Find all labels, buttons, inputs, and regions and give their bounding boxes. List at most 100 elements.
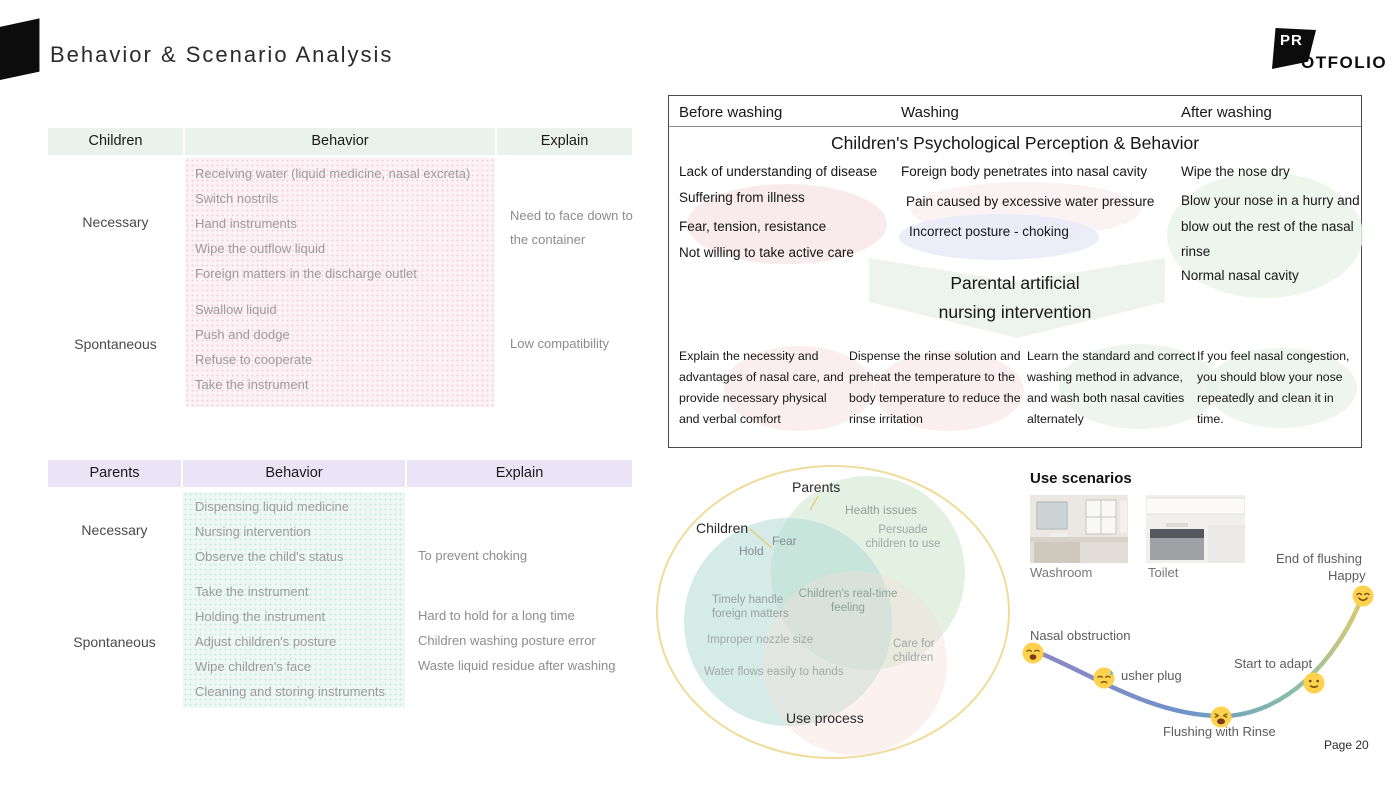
- parents-header-behavior: Behavior: [183, 460, 405, 487]
- behavior-item: Take the instrument: [195, 377, 309, 392]
- behavior-item: Dispensing liquid medicine: [195, 499, 349, 514]
- stage-after-washing: After washing: [1181, 104, 1272, 121]
- parents-behavior-column-bg: [183, 492, 405, 708]
- stage-before-washing: Before washing: [679, 104, 783, 121]
- behavior-item: Switch nostrils: [195, 191, 279, 206]
- curve-label-usher-plug: usher plug: [1121, 668, 1182, 683]
- toilet-caption: Toilet: [1148, 565, 1179, 580]
- venn-diagram: [656, 465, 1010, 759]
- children-header-children: Children: [48, 128, 183, 155]
- children-header-behavior: Behavior: [185, 128, 495, 155]
- behavior-item: Nursing intervention: [195, 524, 311, 539]
- stage-washing: Washing: [901, 104, 959, 121]
- washroom-photo: [1030, 495, 1128, 563]
- blob-pink-before: [687, 184, 887, 264]
- psych-washing-item: Pain caused by excessive water pressure: [906, 194, 1155, 209]
- parents-header-parents: Parents: [48, 460, 181, 487]
- slight-smile-face-icon: [1303, 672, 1325, 694]
- smiling-face-icon: [1352, 585, 1374, 607]
- blob-pink-intv1: [724, 346, 874, 431]
- blob-pink-intv2: [874, 351, 1024, 431]
- center-intervention-line1: Parental artificial: [950, 273, 1080, 293]
- curve-label-nasal-obstruction: Nasal obstruction: [1030, 628, 1131, 643]
- venn-item-care: Care for children: [893, 638, 935, 664]
- intervention-block: If you feel nasal congestion, you should…: [1197, 349, 1350, 426]
- children-table: Children Behavior Explain Necessary Rece…: [48, 128, 633, 410]
- psych-before-item: Suffering from illness: [679, 190, 805, 205]
- venn-item-water: Water flows easily to hands: [704, 666, 844, 678]
- behavior-item: Take the instrument: [195, 584, 309, 599]
- sweat-face-icon: [1093, 667, 1115, 689]
- children-group-label-necessary: Necessary: [82, 214, 149, 230]
- toilet-photo: [1146, 495, 1245, 563]
- psych-panel: Before washing Washing After washing Chi…: [668, 95, 1363, 448]
- behavior-item: Swallow liquid: [195, 302, 277, 317]
- venn-item-persuade: Persuade children to use: [865, 524, 941, 550]
- psych-before-item: Not willing to take active care: [679, 245, 854, 260]
- corner-accent-shape: [0, 18, 40, 82]
- logo-otfolio-text: OTFOLIO: [1301, 53, 1388, 72]
- behavior-item: Adjust children's posture: [195, 634, 337, 649]
- parents-explain-residue: Waste liquid residue after washing: [418, 658, 616, 673]
- page-title: Behavior & Scenario Analysis: [50, 42, 394, 67]
- parents-explain-posture: Children washing posture error: [418, 633, 596, 648]
- blob-green-intv4: [1207, 348, 1357, 428]
- venn-children-label: Children: [696, 520, 749, 536]
- venn-children-circle: [684, 518, 892, 726]
- children-explain-necessary: Need to face down to the container: [510, 208, 633, 247]
- parents-header-explain: Explain: [407, 460, 632, 487]
- tired-face-icon: [1210, 706, 1232, 728]
- children-behavior-column-bg: [185, 158, 495, 407]
- venn-use-process-label: Use process: [786, 710, 864, 726]
- behavior-item: Wipe children's face: [195, 659, 311, 674]
- page-number: Page 20: [1324, 738, 1369, 752]
- behavior-item: Cleaning and storing instruments: [195, 684, 386, 699]
- blob-green-intv3: [1059, 344, 1219, 429]
- weary-face-icon: [1022, 642, 1044, 664]
- psych-before-item: Lack of understanding of disease: [679, 164, 878, 179]
- curve-label-flushing-with-rinse: Flushing with Rinse: [1163, 724, 1276, 739]
- psych-after-item: Blow your nose in a hurry and blow out t…: [1181, 193, 1360, 259]
- venn-item-nozzle: Improper nozzle size: [707, 634, 814, 646]
- behavior-item: Push and dodge: [195, 327, 290, 342]
- intervention-block: Explain the necessity and advantages of …: [679, 349, 844, 426]
- venn-process-circle: [763, 571, 947, 755]
- portfolio-logo: PR OTFOLIO: [1272, 26, 1397, 78]
- venn-parents-label: Parents: [792, 479, 841, 495]
- intervention-block: Dispense the rinse solution and preheat …: [849, 349, 1021, 426]
- center-intervention-line2: nursing intervention: [938, 302, 1092, 322]
- venn-outer-yellow-ring: [656, 465, 1010, 759]
- venn-item-fear: Fear: [772, 534, 797, 548]
- behavior-item: Receiving water (liquid medicine, nasal …: [195, 166, 471, 181]
- parents-explain-holding: Hard to hold for a long time: [418, 608, 575, 623]
- curve-label-happy: Happy: [1328, 568, 1366, 583]
- washroom-caption: Washroom: [1030, 565, 1093, 580]
- venn-parents-connector: [809, 495, 819, 511]
- children-explain-spontaneous: Low compatibility: [510, 336, 609, 351]
- blob-blue-washing: [899, 214, 1099, 260]
- parents-explain-necessary: To prevent choking: [418, 548, 528, 563]
- venn-item-timely: Timely handle foreign matters: [712, 594, 789, 620]
- center-banner-shape: [869, 258, 1165, 338]
- behavior-item: Observe the child's status: [195, 549, 344, 564]
- children-group-label-spontaneous: Spontaneous: [74, 336, 157, 352]
- curve-label-start-to-adapt: Start to adapt: [1234, 656, 1313, 671]
- psych-washing-item: Incorrect posture - choking: [909, 224, 1069, 239]
- psych-panel-title: Children's Psychological Perception & Be…: [830, 133, 1200, 153]
- parents-group-label-spontaneous: Spontaneous: [73, 634, 156, 650]
- children-header-explain: Explain: [497, 128, 632, 155]
- stage-header-divider: [669, 126, 1361, 127]
- behavior-item: Hand instruments: [195, 216, 297, 231]
- venn-item-health-issues: Health issues: [845, 503, 918, 517]
- parents-group-label-necessary: Necessary: [81, 522, 148, 538]
- venn-item-realtime: Children's real-time feeling: [798, 588, 898, 614]
- behavior-item: Refuse to cooperate: [195, 352, 313, 367]
- behavior-item: Holding the instrument: [195, 609, 326, 624]
- behavior-item: Wipe the outflow liquid: [195, 241, 326, 256]
- venn-children-connector: [749, 528, 773, 549]
- logo-pr-text: PR: [1280, 32, 1303, 49]
- venn-item-hold: Hold: [739, 544, 764, 558]
- psych-after-item: Wipe the nose dry: [1181, 164, 1290, 179]
- use-scenarios-title: Use scenarios: [1030, 470, 1132, 487]
